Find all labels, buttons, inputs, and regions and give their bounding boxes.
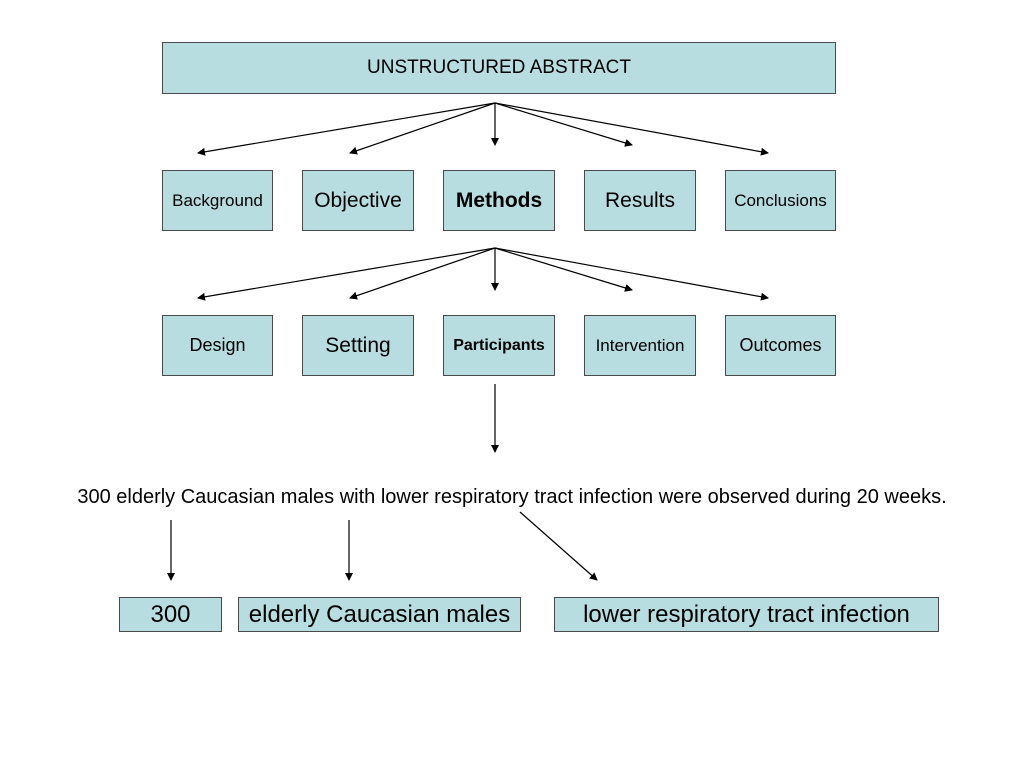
arrow-methods-to-setting (349, 247, 496, 300)
methods-part-label-intervention: Intervention (595, 335, 685, 355)
section-box-results: Results (584, 170, 696, 231)
arrow-methods-to-outcomes (494, 247, 769, 301)
methods-part-box-design: Design (162, 315, 273, 376)
methods-part-label-design: Design (189, 335, 246, 355)
section-label-conclusions: Conclusions (734, 190, 827, 210)
section-label-background: Background (172, 190, 263, 210)
section-label-results: Results (604, 188, 676, 212)
section-box-objective: Objective (302, 170, 414, 231)
extracted-box-number: 300 (119, 597, 222, 632)
arrow-root-to-conclusions (494, 102, 769, 156)
root-box: UNSTRUCTURED ABSTRACT (162, 42, 836, 94)
extracted-label-number: 300 (150, 600, 191, 628)
participants-sentence: 300 elderly Caucasian males with lower r… (77, 486, 947, 508)
arrow-sentence-to-condition (519, 511, 598, 581)
arrow-methods-to-intervention (494, 247, 633, 292)
extracted-label-condition: lower respiratory tract infection (583, 600, 910, 628)
methods-part-box-outcomes: Outcomes (725, 315, 836, 376)
section-box-conclusions: Conclusions (725, 170, 836, 231)
extracted-box-condition: lower respiratory tract infection (554, 597, 939, 632)
section-box-methods: Methods (443, 170, 555, 231)
section-label-objective: Objective (314, 188, 402, 212)
methods-part-box-intervention: Intervention (584, 315, 696, 376)
methods-part-label-setting: Setting (325, 333, 391, 357)
arrow-root-to-background (197, 102, 496, 156)
section-label-methods: Methods (455, 188, 543, 212)
arrow-methods-to-design (197, 247, 496, 301)
methods-part-label-outcomes: Outcomes (739, 335, 822, 355)
methods-part-box-setting: Setting (302, 315, 414, 376)
extracted-label-population: elderly Caucasian males (248, 600, 511, 628)
arrow-root-to-objective (349, 102, 496, 155)
arrow-root-to-results (494, 102, 633, 147)
root-label: UNSTRUCTURED ABSTRACT (367, 57, 631, 78)
extracted-box-population: elderly Caucasian males (238, 597, 521, 632)
methods-part-box-participants: Participants (443, 315, 555, 376)
section-box-background: Background (162, 170, 273, 231)
methods-part-label-participants: Participants (453, 336, 545, 354)
